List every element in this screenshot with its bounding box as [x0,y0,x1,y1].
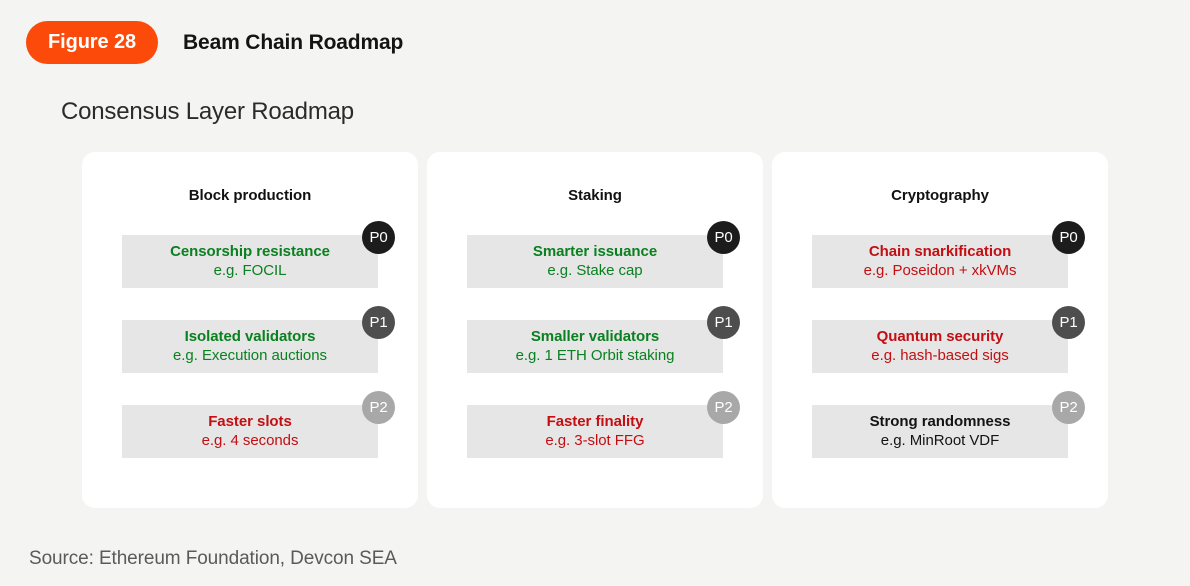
source-note: Source: Ethereum Foundation, Devcon SEA [29,548,397,569]
priority-badge: P0 [707,221,740,254]
roadmap-item-bar: Chain snarkification e.g. Poseidon + xkVM… [812,235,1068,288]
card-title: Staking [568,187,622,204]
priority-badge: P2 [707,391,740,424]
roadmap-item-bar: Smaller validators e.g. 1 ETH Orbit staki… [467,320,723,373]
priority-badge: P1 [1052,306,1085,339]
roadmap-item-list: Chain snarkification e.g. Poseidon + xkVM… [772,221,1108,458]
priority-badge: P0 [362,221,395,254]
roadmap-item[interactable]: Strong randomness e.g. MinRoot VDF P2 [772,391,1108,458]
priority-badge: P1 [362,306,395,339]
roadmap-item[interactable]: Chain snarkification e.g. Poseidon + xkVM… [772,221,1108,288]
roadmap-item-title: Strong randomness [869,413,1011,430]
roadmap-item[interactable]: Smarter issuance e.g. Stake cap P0 [427,221,763,288]
roadmap-item-bar: Censorship resistance e.g. FOCIL [122,235,378,288]
roadmap-item[interactable]: Faster finality e.g. 3-slot FFG P2 [427,391,763,458]
page-title: Beam Chain Roadmap [183,30,404,54]
roadmap-item-example: e.g. Stake cap [547,262,643,279]
roadmap-item-title: Quantum security [876,328,1004,345]
figure-number-badge: Figure 28 [26,21,159,64]
roadmap-item-example: e.g. Execution auctions [173,347,327,364]
roadmap-item[interactable]: Smaller validators e.g. 1 ETH Orbit staki… [427,306,763,373]
roadmap-item-example: e.g. FOCIL [213,262,287,279]
card-title: Cryptography [891,187,989,204]
roadmap-item[interactable]: Censorship resistance e.g. FOCIL P0 [82,221,418,288]
roadmap-item-example: e.g. hash-based sigs [871,347,1009,364]
roadmap-item-title: Isolated validators [184,328,316,345]
priority-badge: P1 [707,306,740,339]
priority-badge: P0 [1052,221,1085,254]
roadmap-item-example: e.g. 1 ETH Orbit staking [515,347,675,364]
roadmap-item[interactable]: Quantum security e.g. hash-based sigs P1 [772,306,1108,373]
roadmap-item-title: Smarter issuance [532,243,658,260]
priority-badge: P2 [1052,391,1085,424]
roadmap-item-bar: Isolated validators e.g. Execution auctio… [122,320,378,373]
roadmap-item[interactable]: Faster slots e.g. 4 seconds P2 [82,391,418,458]
roadmap-item-title: Faster finality [546,413,644,430]
section-subtitle: Consensus Layer Roadmap [61,98,354,125]
roadmap-item-example: e.g. Poseidon + xkVMs [863,262,1017,279]
roadmap-item-bar: Faster slots e.g. 4 seconds [122,405,378,458]
roadmap-item-title: Censorship resistance [170,243,330,260]
roadmap-item[interactable]: Isolated validators e.g. Execution auctio… [82,306,418,373]
roadmap-item-bar: Strong randomness e.g. MinRoot VDF [812,405,1068,458]
roadmap-item-bar: Quantum security e.g. hash-based sigs [812,320,1068,373]
roadmap-item-example: e.g. 3-slot FFG [545,432,645,449]
roadmap-item-bar: Smarter issuance e.g. Stake cap [467,235,723,288]
roadmap-item-title: Chain snarkification [868,243,1012,260]
figure-header: Figure 28 Beam Chain Roadmap [26,21,403,64]
priority-badge: P2 [362,391,395,424]
roadmap-item-title: Faster slots [208,413,292,430]
roadmap-item-title: Smaller validators [530,328,660,345]
roadmap-item-example: e.g. 4 seconds [201,432,299,449]
card-title: Block production [188,187,312,204]
roadmap-item-example: e.g. MinRoot VDF [880,432,1000,449]
roadmap-item-bar: Faster finality e.g. 3-slot FFG [467,405,723,458]
